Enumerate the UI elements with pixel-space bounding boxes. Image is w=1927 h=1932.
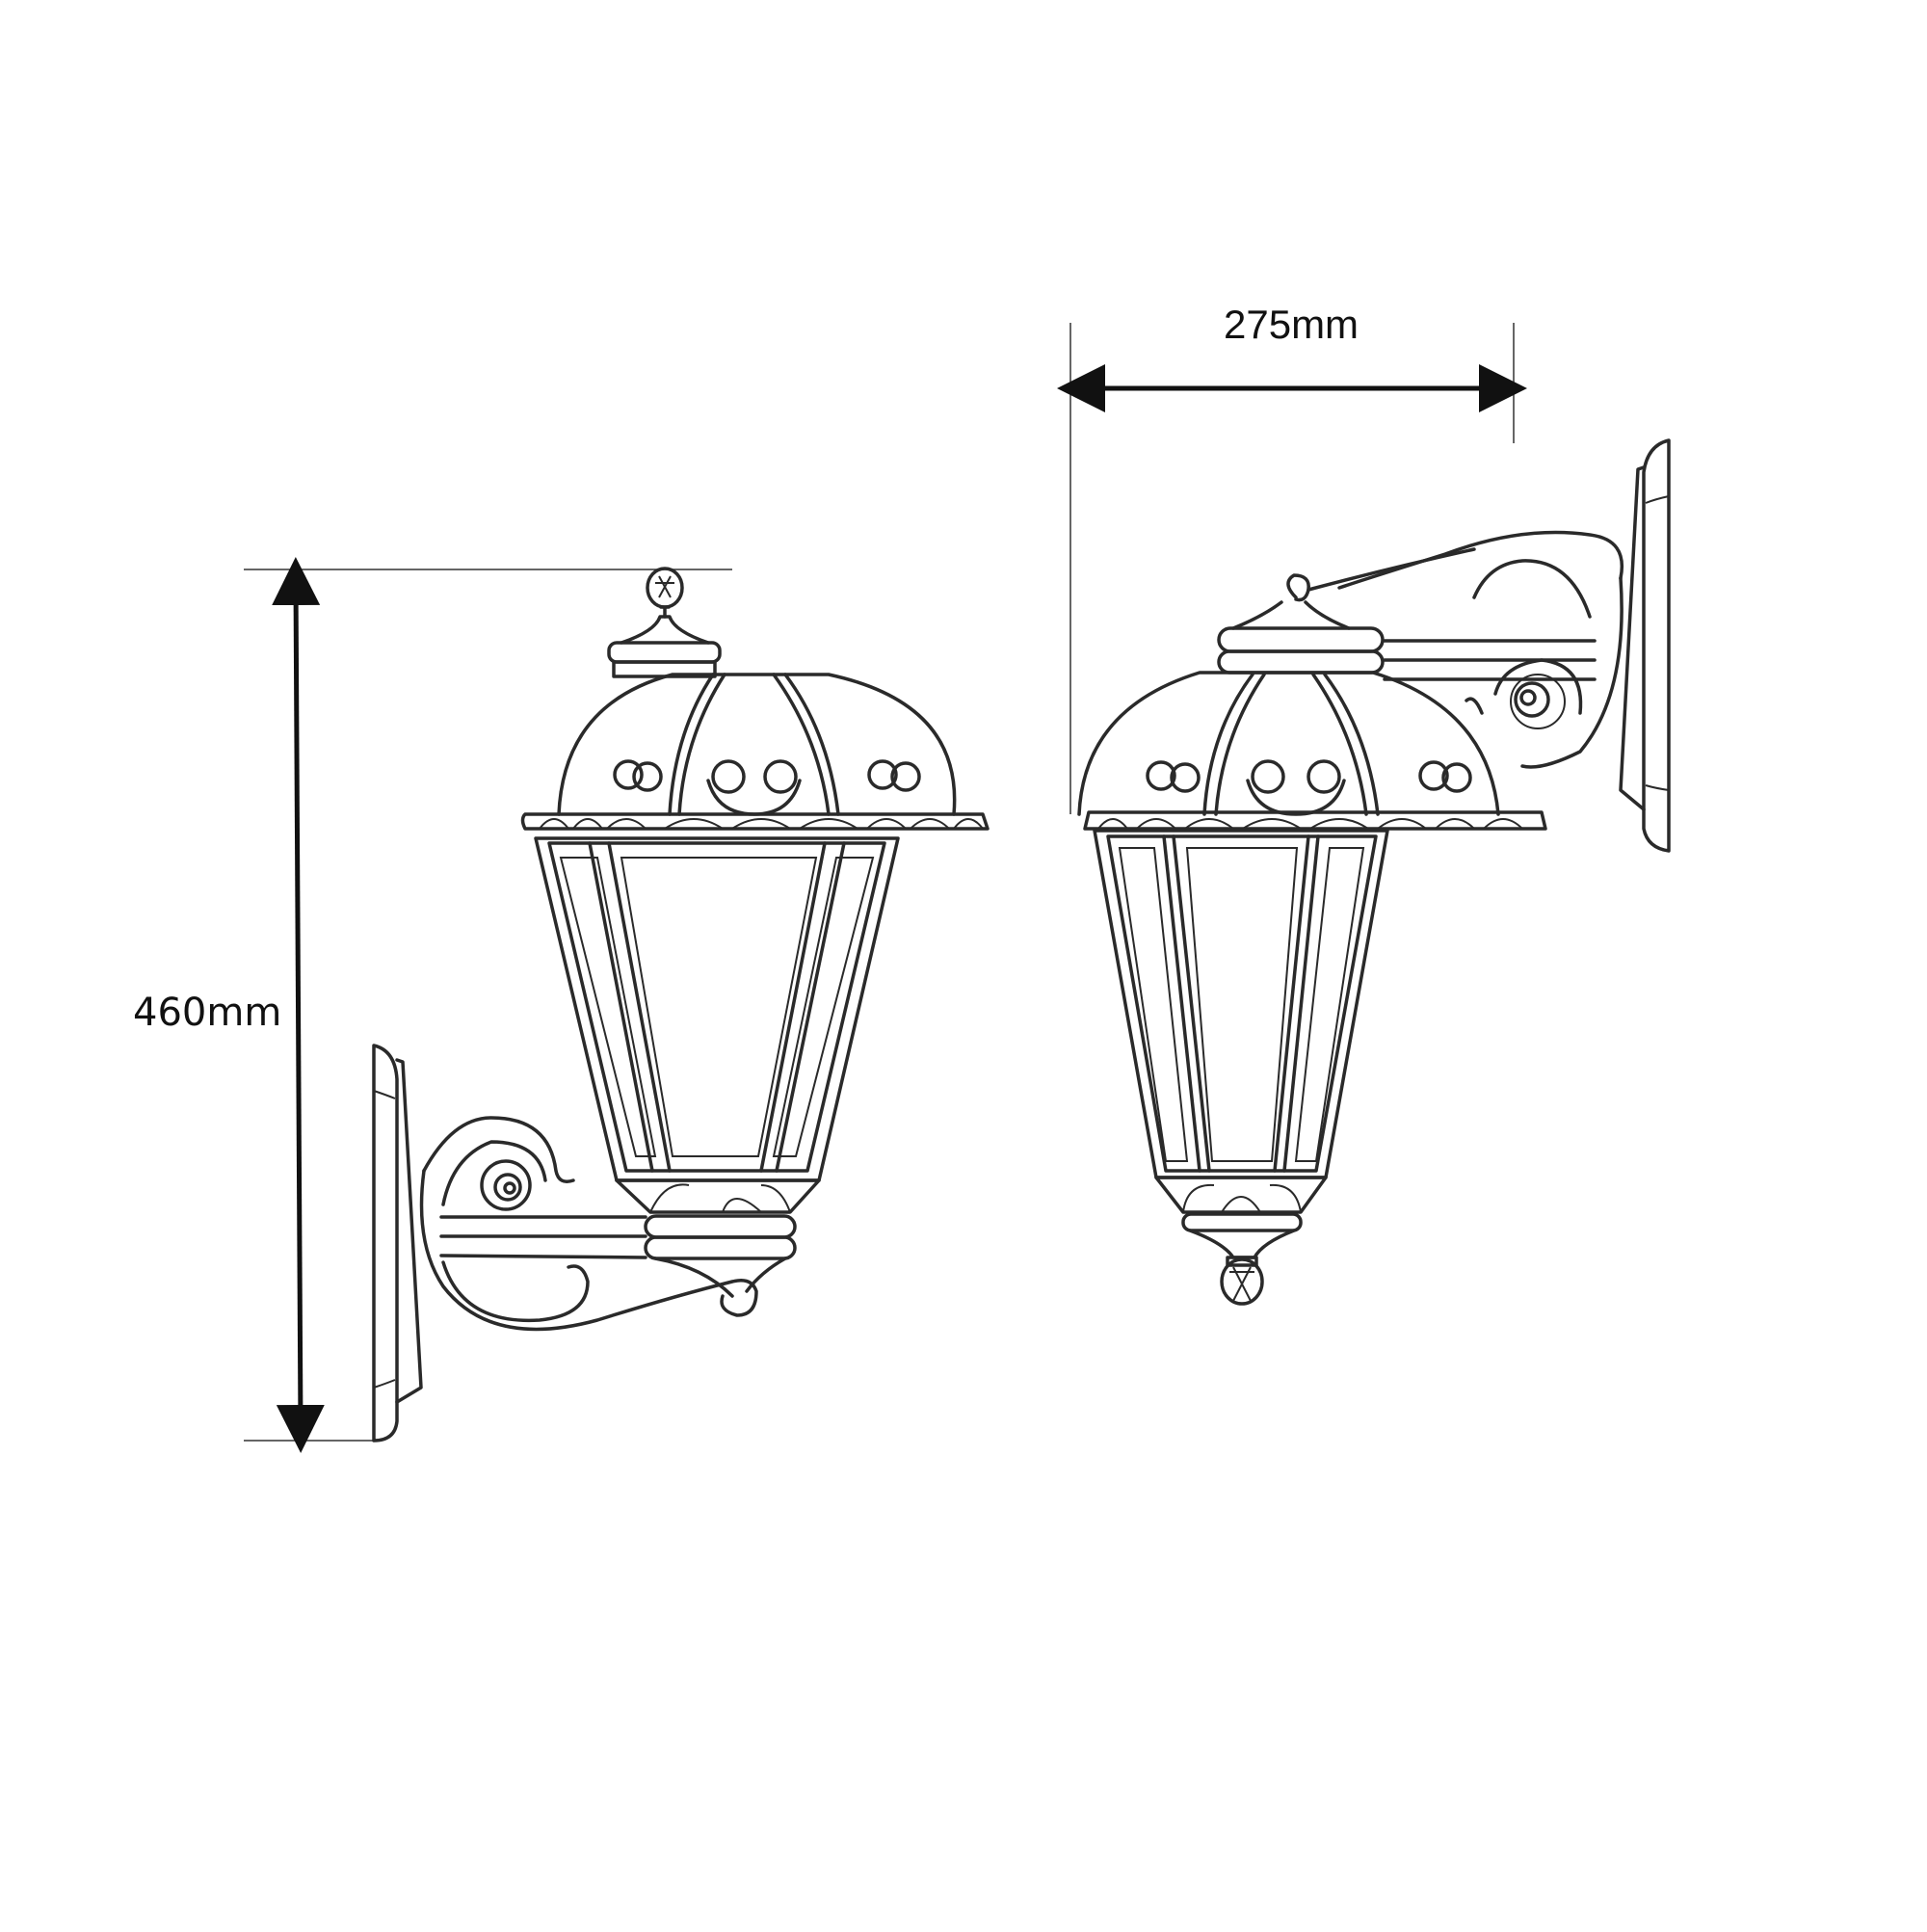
width-dimension-label: 275mm [1224,302,1359,347]
width-dimension [1057,323,1527,814]
right-lantern [1077,438,1671,1306]
left-lantern [372,567,990,1442]
height-dimension [244,557,732,1453]
height-dimension-label: 460mm [133,991,282,1035]
